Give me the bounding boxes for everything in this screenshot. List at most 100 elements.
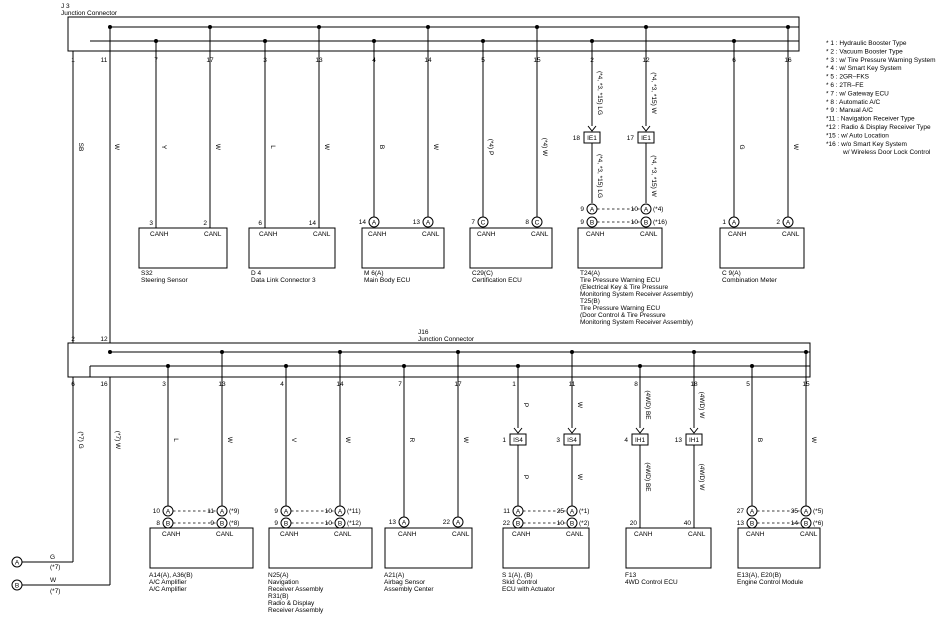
wire-color-label: (*4) P xyxy=(487,139,494,156)
ecu-box xyxy=(625,527,712,569)
ecu-pin: 2 xyxy=(776,219,780,226)
connector-letter: A xyxy=(284,508,289,515)
connector-letter: A xyxy=(804,508,809,515)
canl-label: CANL xyxy=(782,231,800,238)
wire-color-label: (*4, *3, *15) LG xyxy=(596,71,603,115)
ecu-name: Airbag Sensor xyxy=(384,579,426,586)
ecu-box xyxy=(737,527,821,569)
connector-letter: A xyxy=(456,519,461,526)
ecu-code: C29(C) xyxy=(472,270,493,277)
j16-pin: 8 xyxy=(634,381,638,388)
connector-pin: 14 xyxy=(791,520,799,527)
connector-pin: 8 xyxy=(156,520,160,527)
condition-note: (*4) xyxy=(653,206,663,213)
ecu-name: Skid Control xyxy=(502,579,538,586)
j3-id: J 3 xyxy=(61,3,70,10)
legend-entry: * 9 : Manual A/C xyxy=(826,107,873,114)
connector-pin: 13 xyxy=(675,437,683,444)
ecu-name: Certification ECU xyxy=(472,277,522,284)
connector-letter: A xyxy=(166,508,171,515)
connector-letter: B xyxy=(516,520,520,527)
canh-label: CANH xyxy=(586,231,605,238)
canh-label: CANH xyxy=(280,531,299,538)
ecu-name: Combination Meter xyxy=(722,277,778,284)
connector-circle-a xyxy=(334,505,346,517)
connector-pin: 10 xyxy=(153,508,161,515)
connector-circle-a xyxy=(452,516,464,528)
connector-letter: B xyxy=(220,520,224,527)
legend-entry: * 2 : Vacuum Booster Type xyxy=(826,48,903,55)
canl-label: CANL xyxy=(313,231,331,238)
connector-circle-c xyxy=(477,216,489,228)
condition-note: (*6) xyxy=(813,520,823,527)
ecu-code: D 4 xyxy=(251,270,262,277)
legend-entry: *16 : w/o Smart Key System xyxy=(826,141,907,148)
ecu-name: Monitoring System Receiver Assembly) xyxy=(580,291,693,298)
connector-circle-a xyxy=(368,216,380,228)
wire-color-label: W xyxy=(792,144,799,151)
canl-label: CANL xyxy=(531,231,549,238)
connector-letter: B xyxy=(644,219,648,226)
ecu-box xyxy=(469,227,553,269)
connector-circle-a xyxy=(398,516,410,528)
canh-label: CANH xyxy=(398,531,417,538)
connector-pin: 9 xyxy=(210,520,214,527)
condition-note: (*16) xyxy=(653,219,667,226)
wire-color-label: G xyxy=(50,554,55,561)
wire-color-label: B xyxy=(756,438,763,442)
ecu-name: 4WD Control ECU xyxy=(625,579,678,586)
connector-letter: B xyxy=(284,520,288,527)
inline-connector-id: IE1 xyxy=(587,135,597,142)
connector-pin: 9 xyxy=(580,219,584,226)
ecu-name: (Door Control & Tire Pressure xyxy=(580,312,666,319)
j16-pin: 7 xyxy=(398,381,402,388)
canh-label: CANH xyxy=(512,531,531,538)
connector-letter: A xyxy=(402,519,407,526)
connector-letter: B xyxy=(15,582,19,589)
wire-color-label: (*7) G xyxy=(77,431,84,448)
canh-label: CANH xyxy=(162,531,181,538)
legend-entry: *11 : Navigation Receiver Type xyxy=(826,116,915,123)
wire-color-label: W xyxy=(214,144,221,151)
canh-label: CANH xyxy=(150,231,169,238)
j16-pin: 12 xyxy=(100,336,108,343)
ecu-pin: 7 xyxy=(471,219,475,226)
ecu-name: Steering Sensor xyxy=(141,277,188,284)
splice-point xyxy=(108,25,112,29)
condition-note: (*11) xyxy=(347,508,361,515)
connector-letter: B xyxy=(750,520,754,527)
ecu-box xyxy=(719,227,805,269)
connector-letter: A xyxy=(570,508,575,515)
wire-color-label: (4WD) W xyxy=(698,464,705,492)
wire-color-label: W xyxy=(323,144,330,151)
ecu-code: N25(A) xyxy=(268,572,289,579)
connector-pin: 11 xyxy=(503,508,510,515)
legend-entry: w/ Wireless Door Lock Control xyxy=(842,149,931,156)
ecu-name: T25(B) xyxy=(580,298,600,305)
connector-circle-a xyxy=(640,203,652,215)
j3-name: Junction Connector xyxy=(61,10,118,17)
ecu-pin: 22 xyxy=(443,519,451,526)
connector-arrow xyxy=(587,125,597,132)
ecu-code: A14(A), A36(B) xyxy=(149,572,193,579)
ecu-name: Assembly Center xyxy=(384,586,434,593)
condition-note: (*12) xyxy=(347,520,361,527)
connector-circle-a xyxy=(728,216,740,228)
connector-pin: 9 xyxy=(580,206,584,213)
connector-arrow xyxy=(689,427,699,434)
connector-pin: 27 xyxy=(737,508,745,515)
connector-letter: A xyxy=(732,219,737,226)
ecu-pin: 2 xyxy=(203,220,207,227)
wire-color-label: (*4, *3, *15) LG xyxy=(596,154,603,198)
ecu-box xyxy=(248,227,336,269)
wire-color-label: P xyxy=(522,475,529,479)
wire-color-label: (*4) W xyxy=(541,138,548,157)
connector-letter: A xyxy=(644,206,649,213)
ecu-name: Navigation xyxy=(268,579,299,586)
inline-connector-id: IS4 xyxy=(513,437,523,444)
wire-color-label: B xyxy=(378,145,385,149)
wire-color-label: SB xyxy=(77,143,84,152)
connector-letter: A xyxy=(15,559,20,566)
wire-color-label: (*4, *3, *15) W xyxy=(650,72,657,114)
